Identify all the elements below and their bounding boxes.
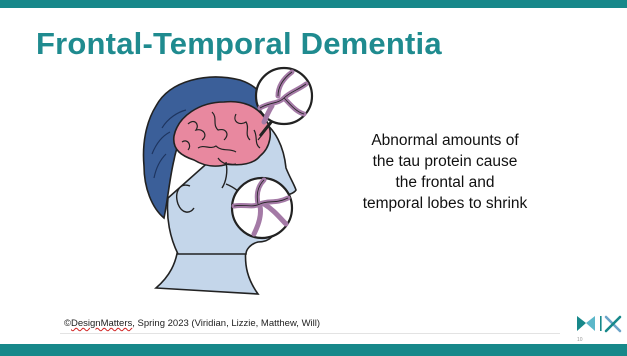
neck-shape	[156, 248, 258, 294]
head-brain-illustration	[108, 58, 320, 298]
x-logo-icon	[606, 317, 620, 331]
body-text: Abnormal amounts of the tau protein caus…	[340, 130, 550, 214]
footer-brand: DesignMatters	[71, 318, 132, 329]
neuron-magnifier-icon	[256, 68, 312, 124]
footer-copyright: ©	[64, 318, 71, 329]
top-accent-bar	[0, 0, 627, 8]
body-line: the frontal and	[340, 172, 550, 193]
body-line: temporal lobes to shrink	[340, 193, 550, 214]
footer-divider	[60, 333, 560, 334]
logo-divider	[600, 316, 602, 331]
body-line: Abnormal amounts of	[340, 130, 550, 151]
footer-rest: , Spring 2023 (Viridian, Lizzie, Matthew…	[132, 318, 320, 329]
slide-title: Frontal-Temporal Dementia	[36, 26, 442, 62]
bottom-accent-bar	[0, 344, 627, 356]
neuron-magnifier-icon	[232, 178, 292, 238]
logo	[575, 313, 623, 335]
butterfly-logo-icon	[577, 316, 595, 331]
page-number: 10	[577, 337, 583, 343]
footer-credit: ©DesignMatters, Spring 2023 (Viridian, L…	[64, 318, 320, 329]
body-line: the tau protein cause	[340, 151, 550, 172]
